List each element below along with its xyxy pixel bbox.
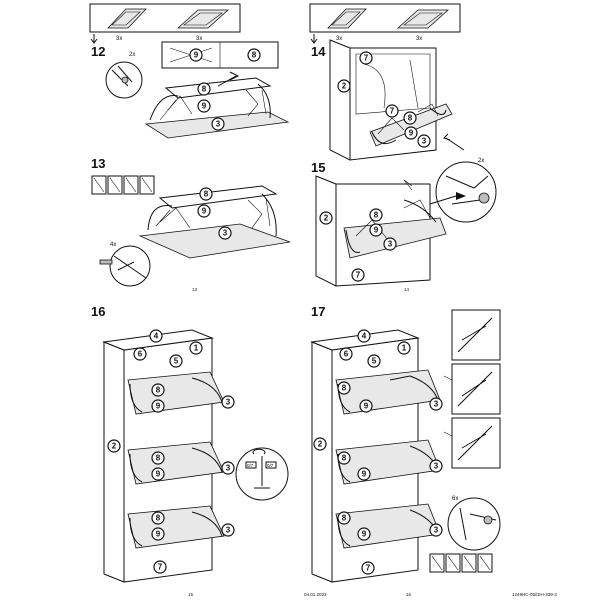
part-label: 9 (156, 402, 161, 411)
step-number: 15 (311, 160, 325, 175)
part-label: 8 (374, 211, 379, 220)
part-label: 3 (388, 240, 393, 249)
multiplier-3x: 3x (416, 36, 422, 42)
page-number: 16 (406, 592, 412, 597)
detail-magnifier (447, 497, 501, 551)
part-label: 2 (342, 82, 347, 91)
part-label: 9 (362, 470, 367, 479)
step-number: 13 (91, 156, 105, 171)
part-label: 9 (156, 530, 161, 539)
part-label: 3 (226, 398, 231, 407)
step-13: 13 8 9 3 4x 13 (91, 156, 291, 292)
part-label: 6 (344, 350, 349, 359)
part-label: 3 (434, 462, 439, 471)
part-label: 3 (216, 120, 221, 129)
step-12: 12 2x 9 8 8 9 3 (91, 41, 290, 139)
part-label: 9 (364, 402, 369, 411)
part-label: 8 (342, 454, 347, 463)
multiplier-3x: 3x (196, 36, 202, 42)
rotate-icon (252, 448, 266, 455)
detail-magnifier (109, 245, 151, 287)
tools-not-required (429, 553, 493, 573)
multiplier-4x: 4x (110, 242, 116, 248)
part-label: 7 (158, 563, 163, 572)
part-label: 8 (342, 514, 347, 523)
multiplier-2x: 2x (129, 52, 135, 58)
document-code: 1249HC-05/ISH-339-3 (512, 592, 557, 597)
part-label: 7 (390, 107, 395, 116)
hardware-label: 0/7 (267, 463, 274, 468)
step-number: 17 (311, 304, 325, 319)
part-label: 3 (223, 229, 228, 238)
step-15: 15 2 8 9 3 7 2x (311, 158, 497, 287)
part-label: 3 (434, 400, 439, 409)
multiplier-2x: 2x (478, 158, 484, 164)
detail-magnifier (435, 161, 497, 223)
step-16: 16 4 6 5 1 2 8 9 3 8 9 3 8 9 3 7 3x 0/7 … (91, 304, 289, 597)
part-label: 8 (156, 454, 161, 463)
part-label: 4 (362, 332, 367, 341)
part-label: 7 (366, 564, 371, 573)
part-label: 8 (156, 386, 161, 395)
multiplier-6x: 6x (452, 496, 458, 502)
hardware-label: 0/7 (247, 463, 254, 468)
page-number: 15 (188, 592, 194, 597)
detail-panels (443, 309, 501, 469)
part-label: 7 (356, 271, 361, 280)
part-label: 8 (252, 51, 257, 60)
part-label: 9 (156, 470, 161, 479)
arrow-icon (389, 375, 411, 381)
part-label: 2 (318, 440, 323, 449)
part-label: 8 (204, 190, 209, 199)
part-label: 9 (202, 207, 207, 216)
arrow-down-icon (90, 34, 98, 44)
part-label: 3 (226, 464, 231, 473)
tools-not-required (91, 175, 155, 195)
arrow-icon (456, 192, 466, 200)
part-label: 1 (194, 344, 199, 353)
part-label: 8 (156, 514, 161, 523)
part-label: 4 (154, 332, 159, 341)
part-label: 5 (372, 357, 377, 366)
print-date: 04.01.2023 (304, 592, 327, 597)
part-label: 1 (402, 344, 407, 353)
part-label: 9 (362, 530, 367, 539)
part-label: 3 (226, 526, 231, 535)
part-label: 9 (202, 102, 207, 111)
part-label: 5 (174, 357, 179, 366)
part-label: 9 (194, 51, 199, 60)
reference-box-left: 3x 3x (89, 3, 241, 44)
arrow-down-icon (310, 34, 318, 44)
reference-box-right: 3x 3x (309, 3, 461, 44)
part-label: 2 (112, 442, 117, 451)
part-label: 8 (342, 384, 347, 393)
arrow-icon (443, 133, 451, 141)
part-label: 9 (409, 129, 414, 138)
arrow-icon (229, 71, 240, 81)
part-label: 6 (138, 350, 143, 359)
step-17: 17 4 6 5 1 2 8 9 3 8 9 3 8 9 3 7 (310, 304, 501, 597)
step-number: 12 (91, 44, 105, 59)
part-label: 2 (324, 214, 329, 223)
part-label: 9 (374, 226, 379, 235)
page-number: 14 (404, 287, 410, 292)
multiplier-3x: 3x (116, 36, 122, 42)
part-label: 3 (434, 526, 439, 535)
step-14: 14 7 2 7 8 9 3 14 (311, 39, 465, 292)
part-label: 7 (364, 54, 369, 63)
page-number: 13 (192, 287, 198, 292)
step-number: 16 (91, 304, 105, 319)
part-label: 3 (422, 137, 427, 146)
part-label: 8 (202, 85, 207, 94)
multiplier-3x: 3x (336, 36, 342, 42)
part-label: 8 (408, 114, 413, 123)
step-number: 14 (311, 44, 326, 59)
